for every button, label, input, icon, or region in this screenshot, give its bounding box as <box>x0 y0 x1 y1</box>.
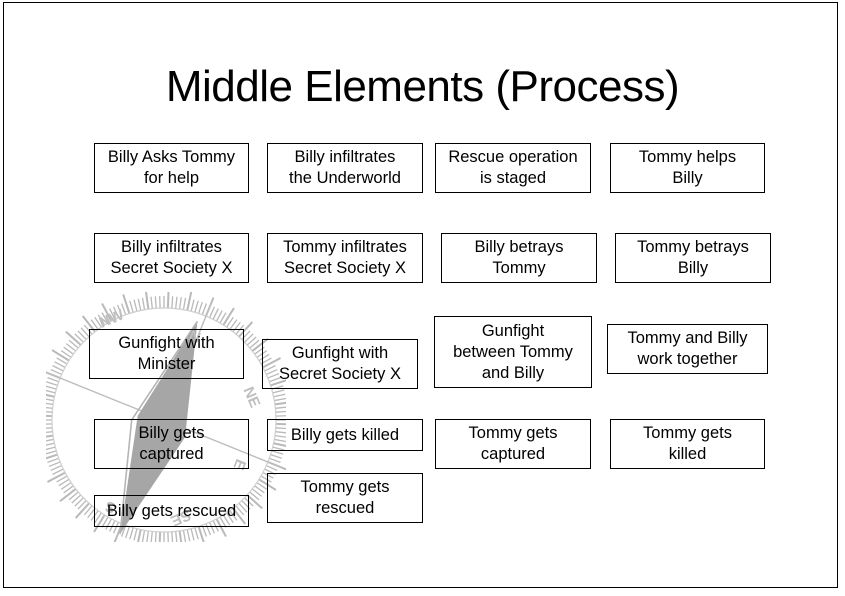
process-box-tommy-and-billy-work-together[interactable]: Tommy and Billy work together <box>607 324 768 374</box>
process-box-tommy-gets-rescued[interactable]: Tommy gets rescued <box>267 473 423 523</box>
svg-text:NW: NW <box>97 306 127 332</box>
page-title: Middle Elements (Process) <box>165 62 680 111</box>
process-box-tommy-gets-killed[interactable]: Tommy gets killed <box>610 419 765 469</box>
process-box-tommy-infiltrates-secret-society-x[interactable]: Tommy infiltrates Secret Society X <box>267 233 423 283</box>
process-box-gunfight-with-minister[interactable]: Gunfight with Minister <box>89 329 244 379</box>
process-box-tommy-betrays-billy[interactable]: Tommy betrays Billy <box>615 233 771 283</box>
process-box-rescue-operation-is-staged[interactable]: Rescue operation is staged <box>435 143 591 193</box>
process-box-gunfight-with-secret-society-x[interactable]: Gunfight with Secret Society X <box>262 339 418 389</box>
process-box-billy-asks-tommy-for-help[interactable]: Billy Asks Tommy for help <box>94 143 249 193</box>
process-box-billy-gets-captured[interactable]: Billy gets captured <box>94 419 249 469</box>
process-box-billy-betrays-tommy[interactable]: Billy betrays Tommy <box>441 233 597 283</box>
process-box-billy-gets-rescued[interactable]: Billy gets rescued <box>94 495 249 527</box>
svg-text:NE: NE <box>240 384 264 410</box>
process-box-billy-infiltrates-underworld[interactable]: Billy infiltrates the Underworld <box>267 143 423 193</box>
process-box-gunfight-between-tommy-and-billy[interactable]: Gunfight between Tommy and Billy <box>434 316 592 388</box>
process-box-tommy-gets-captured[interactable]: Tommy gets captured <box>435 419 591 469</box>
process-box-billy-infiltrates-secret-society-x[interactable]: Billy infiltrates Secret Society X <box>94 233 249 283</box>
process-box-billy-gets-killed[interactable]: Billy gets killed <box>267 419 423 451</box>
process-box-tommy-helps-billy[interactable]: Tommy helps Billy <box>610 143 765 193</box>
